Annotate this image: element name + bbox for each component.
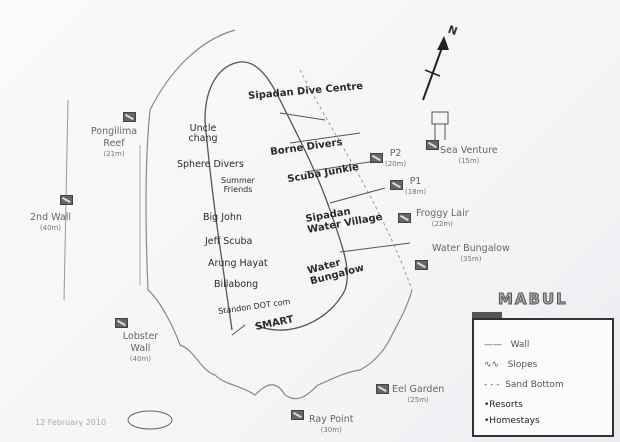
logo-icon <box>127 410 173 430</box>
reef-edge-east <box>299 69 413 291</box>
resort-label: Sphere Divers <box>177 159 244 170</box>
dive-site[interactable]: 2nd Wall(40m) <box>30 212 72 232</box>
resort-label: Arung Hayat <box>208 258 268 269</box>
dive-flag-icon <box>370 153 383 163</box>
legend-wall: —— Wall <box>484 340 530 350</box>
resort-label: Jeff Scuba <box>205 236 253 247</box>
dive-site[interactable]: P1(18m) <box>405 176 427 196</box>
dive-site[interactable]: Water Bungalow(35m) <box>432 243 510 263</box>
sea-venture-platform-icon <box>431 111 449 140</box>
dive-site[interactable]: Lobster Wall(40m) <box>122 331 159 363</box>
legend-resorts: •Resorts <box>484 400 523 410</box>
dive-site[interactable]: Sea Venture(15m) <box>440 145 498 165</box>
dive-site[interactable]: Froggy Lair(22m) <box>416 208 469 228</box>
legend-slopes: ∿∿ Slopes <box>484 360 538 370</box>
dive-flag-icon <box>60 195 73 205</box>
dive-site[interactable]: Ray Point(30m) <box>309 414 354 434</box>
resort-label: Summer Friends <box>221 176 255 194</box>
resort-label: Uncle chang <box>188 123 218 145</box>
legend: —— Wall ∿∿ Slopes - - - Sand Bottom •Res… <box>472 318 614 437</box>
dive-flag-icon <box>123 112 136 122</box>
map-title: MABUL <box>498 290 568 309</box>
dive-flag-icon <box>426 140 439 150</box>
resort-label: Big John <box>203 212 242 223</box>
dive-flag-icon <box>376 384 389 394</box>
legend-sand: - - - Sand Bottom <box>484 380 564 390</box>
island-outline <box>204 61 348 331</box>
compass-arrow <box>422 41 445 101</box>
dive-site[interactable]: P2(20m) <box>385 148 407 168</box>
dive-flag-icon <box>415 260 428 270</box>
dive-site[interactable]: Pongilima Reef(21m) <box>90 126 138 158</box>
reef-outline <box>145 29 413 400</box>
map-date: 12 February 2010 <box>35 418 107 427</box>
dive-site[interactable]: Eel Garden(25m) <box>392 384 445 404</box>
dive-flag-icon <box>291 410 304 420</box>
dive-flag-icon <box>390 180 403 190</box>
legend-homestays: •Homestays <box>484 416 540 426</box>
dive-flag-icon <box>398 213 411 223</box>
dive-flag-icon <box>115 318 128 328</box>
resort-label: Billabong <box>214 279 259 290</box>
